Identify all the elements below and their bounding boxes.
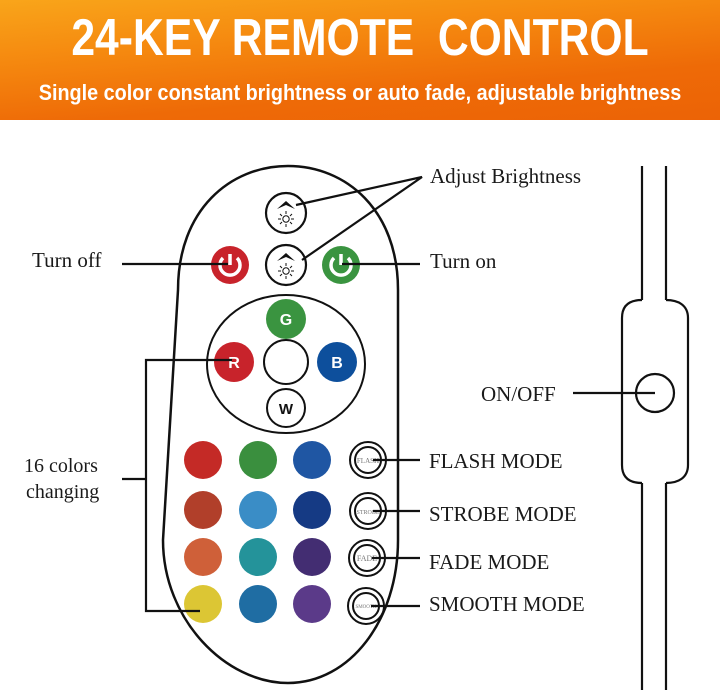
green-button[interactable]: G (266, 299, 306, 339)
color-grid (184, 441, 331, 623)
color-button-r1-c2[interactable] (239, 441, 277, 479)
inline-cable-switch (620, 166, 690, 690)
flash-mode-button-label: FLASH (357, 457, 379, 465)
brightness-down-icon (277, 253, 295, 279)
color-button-r3-c3[interactable] (293, 538, 331, 576)
color-button-r4-c3[interactable] (293, 585, 331, 623)
cable-upper (640, 166, 668, 300)
turn-off-label: Turn off (32, 248, 101, 272)
color-button-r1-c3[interactable] (293, 441, 331, 479)
color-button-r2-c2[interactable] (239, 491, 277, 529)
brightness-up-button[interactable] (264, 191, 308, 235)
header-banner: 24-KEY REMOTE CONTROL Single color const… (0, 0, 720, 120)
center-button[interactable] (263, 339, 309, 385)
strobe-mode-button-label: STROBE (356, 510, 379, 516)
white-button-label: W (279, 401, 294, 418)
fade-mode-label: FADE MODE (429, 550, 549, 574)
sixteen-colors-label-line1: 16 colors (24, 455, 98, 477)
sixteen-colors-label-line2: changing (26, 481, 99, 503)
red-button-label: R (228, 355, 240, 372)
fade-mode-button-label: FADE (357, 554, 377, 563)
remote-body (161, 164, 400, 685)
sixteen-colors-bracket (144, 358, 232, 613)
flash-mode-button[interactable]: FLASH (349, 441, 387, 479)
strobe-mode-label: STROBE MODE (429, 502, 577, 526)
color-button-r4-c1[interactable] (184, 585, 222, 623)
on-off-switch-button[interactable] (634, 372, 676, 414)
brightness-down-button[interactable] (264, 243, 308, 287)
flash-mode-label: FLASH MODE (429, 449, 563, 473)
color-button-r4-c2[interactable] (239, 585, 277, 623)
switch-housing (620, 298, 690, 485)
color-button-r3-c2[interactable] (239, 538, 277, 576)
color-button-r3-c1[interactable] (184, 538, 222, 576)
power-on-button[interactable] (322, 246, 360, 284)
blue-button-label: B (331, 355, 343, 372)
red-button[interactable]: R (214, 342, 254, 382)
turn-on-label: Turn on (430, 249, 497, 273)
color-button-r2-c1[interactable] (184, 491, 222, 529)
cable-lower (640, 483, 668, 690)
white-button[interactable]: W (266, 388, 306, 428)
color-button-r1-c1[interactable] (184, 441, 222, 479)
adjust-brightness-label: Adjust Brightness (430, 164, 581, 188)
color-button-r2-c3[interactable] (293, 491, 331, 529)
header-title: 24-KEY REMOTE CONTROL (71, 9, 649, 67)
adjust-brightness-leader (295, 175, 423, 261)
green-button-label: G (280, 312, 292, 329)
brightness-up-icon (277, 201, 295, 227)
blue-button[interactable]: B (317, 342, 357, 382)
header-subtitle: Single color constant brightness or auto… (38, 80, 682, 105)
callout-lines (122, 175, 655, 613)
rgb-cluster-ring (206, 294, 366, 434)
smooth-mode-label: SMOOTH MODE (429, 592, 585, 616)
on-off-label: ON/OFF (481, 382, 556, 406)
smooth-mode-button-label: SMOOTH (355, 605, 377, 610)
